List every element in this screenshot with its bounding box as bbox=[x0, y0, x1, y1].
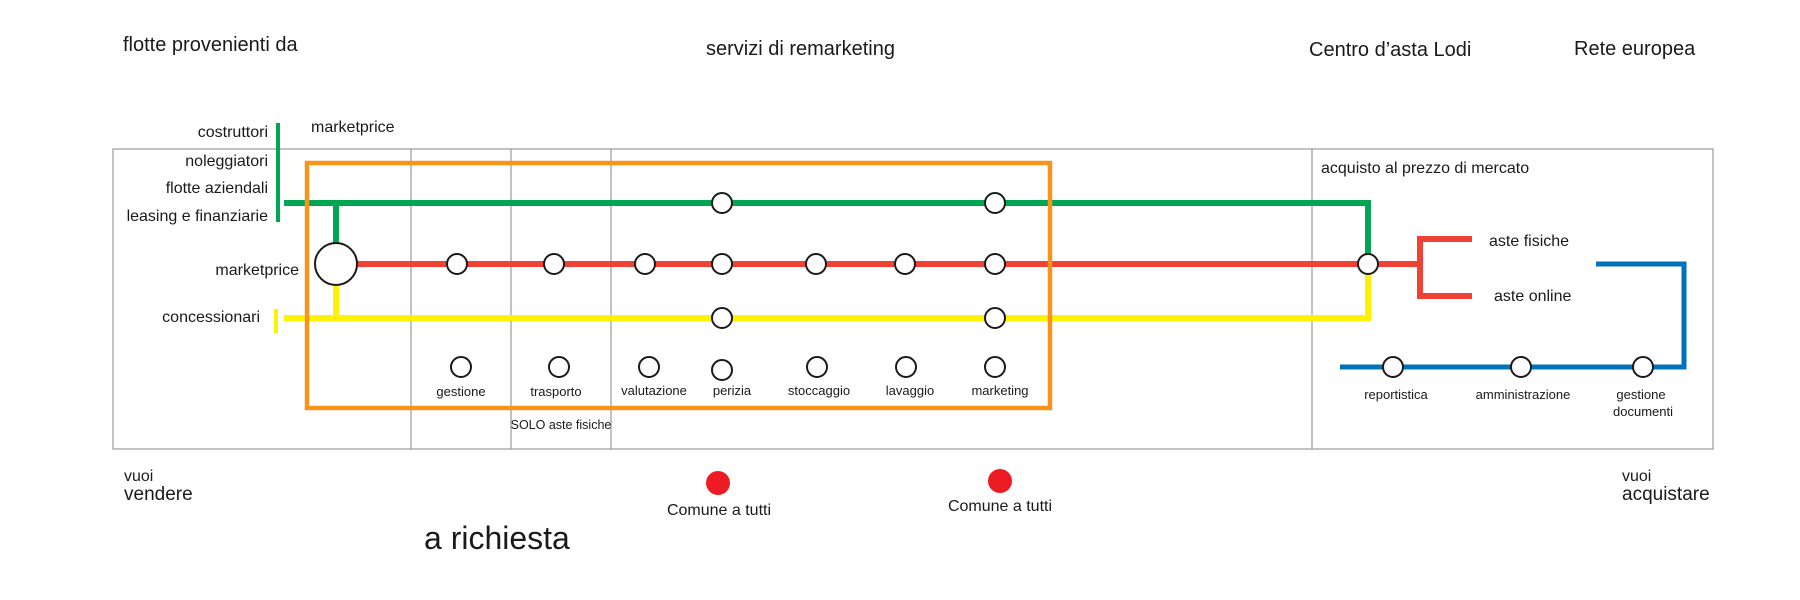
blue-line bbox=[1340, 261, 1687, 370]
red-auction-fork bbox=[1417, 236, 1472, 299]
source-leasing: leasing e finanziarie bbox=[127, 208, 269, 225]
legend-station-marketing bbox=[984, 356, 1006, 378]
service-label-valutazione: valutazione bbox=[621, 383, 687, 398]
green-station-marketing bbox=[984, 192, 1006, 214]
comune-label-1: Comune a tutti bbox=[667, 502, 771, 519]
a-richiesta-label: a richiesta bbox=[424, 520, 570, 556]
blue-station-reportistica bbox=[1382, 356, 1404, 378]
european-label-reportistica: reportistica bbox=[1364, 387, 1428, 402]
red-station-stoccaggio bbox=[805, 253, 827, 275]
european-label-gestione: gestione bbox=[1616, 387, 1665, 402]
source-concessionari: concessionari bbox=[162, 309, 260, 326]
header-rete: Rete europea bbox=[1574, 38, 1696, 60]
blue-station-gestione-documenti bbox=[1632, 356, 1654, 378]
red-station-trasporto bbox=[543, 253, 565, 275]
yellow-station-perizia bbox=[711, 307, 733, 329]
red-station-lavaggio bbox=[894, 253, 916, 275]
legend-station-lavaggio bbox=[895, 356, 917, 378]
vuoi-left: vuoi bbox=[124, 468, 153, 485]
vuoi-right: vuoi bbox=[1622, 468, 1651, 485]
acquisto-label: acquisto al prezzo di mercato bbox=[1321, 160, 1529, 177]
source-noleggiatori: noleggiatori bbox=[185, 153, 268, 170]
on-request-box bbox=[304, 160, 1053, 411]
service-label-trasporto: trasporto bbox=[530, 384, 581, 399]
service-label-perizia: perizia bbox=[713, 383, 752, 398]
source-marketprice: marketprice bbox=[215, 262, 299, 279]
diagram-frame bbox=[112, 148, 1714, 450]
european-label-documenti: documenti bbox=[1613, 404, 1673, 419]
legend-station-trasporto bbox=[548, 356, 570, 378]
marketprice-hub-station bbox=[314, 242, 358, 286]
legend-station-valutazione bbox=[638, 356, 660, 378]
blue-station-amministrazione bbox=[1510, 356, 1532, 378]
source-costruttori: costruttori bbox=[198, 124, 268, 141]
common-dot-2 bbox=[988, 469, 1012, 493]
red-station-gestione bbox=[446, 253, 468, 275]
header-flotte: flotte provenienti da bbox=[123, 34, 298, 56]
yellow-line bbox=[284, 264, 1371, 321]
header-servizi: servizi di remarketing bbox=[706, 38, 895, 60]
red-station-perizia bbox=[711, 253, 733, 275]
marketprice-top-label: marketprice bbox=[311, 119, 395, 136]
common-dot-1 bbox=[706, 471, 730, 495]
legend-station-gestione bbox=[450, 356, 472, 378]
european-label-amministrazione: amministrazione bbox=[1476, 387, 1571, 402]
legend-station-stoccaggio bbox=[806, 356, 828, 378]
service-label-stoccaggio: stoccaggio bbox=[788, 383, 850, 398]
comune-label-2: Comune a tutti bbox=[948, 498, 1052, 515]
red-station-valutazione bbox=[634, 253, 656, 275]
green-station-perizia bbox=[711, 192, 733, 214]
service-label-gestione: gestione bbox=[436, 384, 485, 399]
vendere-label: vendere bbox=[124, 484, 193, 505]
aste-online-label: aste online bbox=[1494, 288, 1571, 305]
yellow-station-marketing bbox=[984, 307, 1006, 329]
red-station-marketing bbox=[984, 253, 1006, 275]
green-line bbox=[284, 200, 1371, 264]
legend-station-perizia bbox=[711, 359, 733, 381]
red-station-lodi bbox=[1357, 253, 1379, 275]
acquistare-label: acquistare bbox=[1622, 484, 1710, 505]
source-flotte-aziendali: flotte aziendali bbox=[166, 180, 268, 197]
solo-aste-fisiche-note: SOLO aste fisiche bbox=[511, 418, 612, 432]
header-centro: Centro d’asta Lodi bbox=[1309, 39, 1471, 61]
service-label-marketing: marketing bbox=[971, 383, 1028, 398]
service-label-lavaggio: lavaggio bbox=[886, 383, 934, 398]
aste-fisiche-label: aste fisiche bbox=[1489, 233, 1569, 250]
